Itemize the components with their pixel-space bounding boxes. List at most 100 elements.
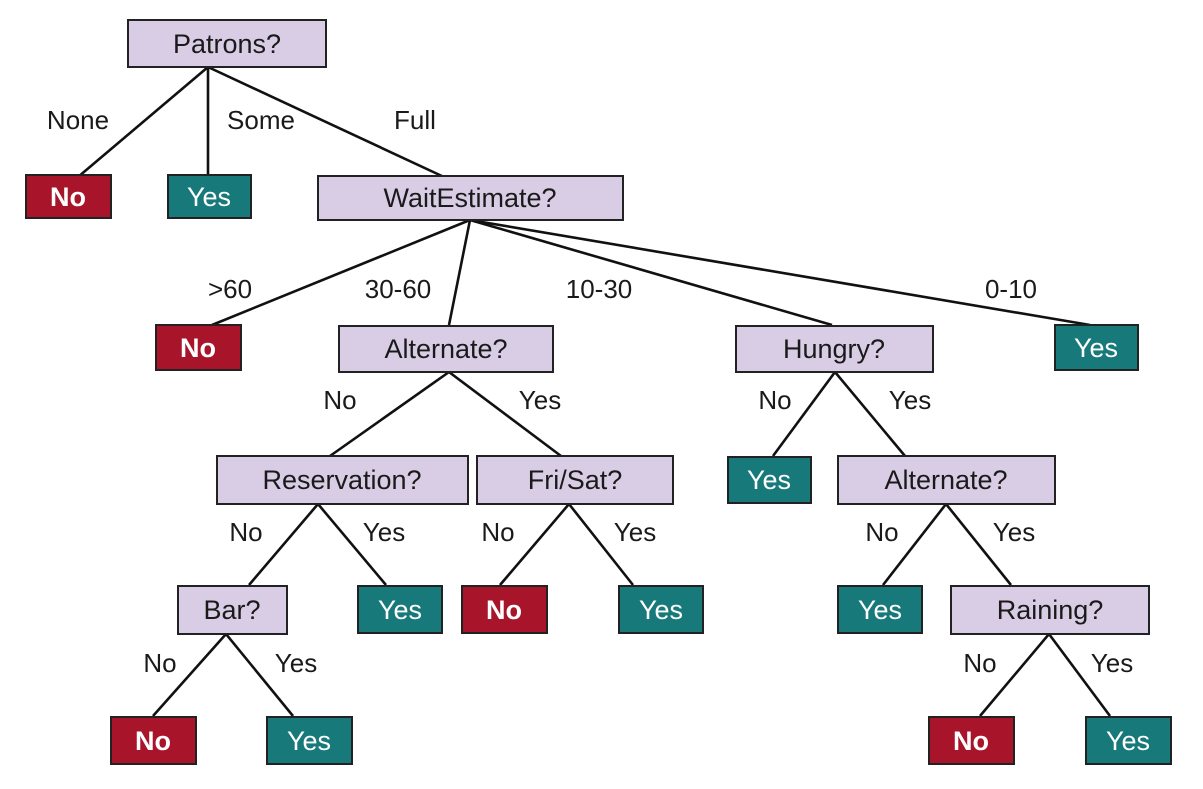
node-hungry-box [735,325,934,373]
edges [77,65,1112,717]
node-reservation: Reservation? [216,455,469,505]
leaf-no-none-label: No [50,182,86,212]
edge-reservation-yes [317,503,387,586]
node-alternate-1-label: Alternate? [384,334,507,364]
edge-label-bar-yes: Yes [275,648,317,678]
node-fri-sat: Fri/Sat? [476,455,674,505]
leaf-nodes: No Yes No Yes Yes Yes No Yes [25,174,1172,765]
leaf-no-bar-box [110,716,197,765]
leaf-yes-hungry-no-box [727,456,812,504]
node-reservation-label: Reservation? [262,465,421,495]
leaf-yes-reservation-label: Yes [378,595,422,625]
leaf-yes-hungry-no: Yes [727,456,812,504]
leaf-yes-0-10-label: Yes [1074,333,1118,363]
leaf-yes-fri-sat-label: Yes [639,595,683,625]
edge-fri-sat-no [499,503,570,586]
edge-label-alternate-1-yes: Yes [519,385,561,415]
leaf-yes-alternate-2-no: Yes [837,585,923,634]
leaf-yes-hungry-no-label: Yes [747,465,791,495]
edge-alternate-1-no [329,370,450,458]
node-fri-sat-box [476,455,674,505]
leaf-no-gt60-label: No [180,333,216,363]
leaf-yes-some-box [167,174,252,219]
edge-label-hungry-yes: Yes [889,385,931,415]
leaf-yes-raining-box [1085,716,1172,765]
edge-wait-30-60 [447,219,472,326]
edge-hungry-yes [834,371,906,457]
edge-hungry-no [771,371,837,457]
node-hungry-label: Hungry? [783,334,885,364]
leaf-yes-fri-sat: Yes [618,585,704,634]
leaf-yes-alternate-2-no-label: Yes [858,595,902,625]
edge-label-wait-0-10: 0-10 [985,274,1037,304]
edge-label-reservation-no: No [229,517,262,547]
node-raining: Raining? [950,585,1150,635]
edge-label-wait-30-60: 30-60 [365,274,432,304]
decision-nodes: Patrons? WaitEstimate? Alternate? Hungry… [127,19,1150,635]
node-wait-estimate: WaitEstimate? [317,175,624,221]
leaf-no-gt60-box [155,324,242,371]
edge-label-alternate-1-no: No [323,385,356,415]
edge-bar-yes [224,633,295,717]
leaf-yes-alternate-2-no-box [837,585,923,634]
edge-label-alternate-2-yes: Yes [993,517,1035,547]
edge-bar-no [152,633,227,717]
edge-patrons-none [77,66,209,178]
node-hungry: Hungry? [735,325,934,373]
leaf-no-raining: No [928,716,1015,765]
leaf-yes-reservation: Yes [357,585,443,634]
edge-label-reservation-yes: Yes [363,517,405,547]
leaf-yes-fri-sat-box [618,585,704,634]
node-raining-label: Raining? [997,595,1104,625]
leaf-no-fri-sat-label: No [486,595,522,625]
edge-alternate-2-yes [944,503,1013,586]
node-patrons-label: Patrons? [173,29,281,59]
edge-raining-no [979,633,1050,717]
leaf-no-fri-sat: No [461,585,548,634]
node-wait-estimate-label: WaitEstimate? [383,183,556,213]
edge-alternate-1-yes [448,370,562,458]
edge-wait-gt60 [211,218,471,327]
edge-label-wait-gt60: >60 [208,274,252,304]
leaf-no-raining-label: No [953,726,989,756]
edge-alternate-2-no [881,503,948,586]
edge-label-bar-no: No [143,648,176,678]
leaf-yes-bar-box [266,716,353,765]
edge-label-patrons-full: Full [394,105,436,135]
node-raining-box [950,585,1150,635]
edge-patrons-full [207,65,445,179]
edge-wait-10-30 [469,218,833,327]
node-bar-label: Bar? [203,595,260,625]
leaf-yes-some: Yes [167,174,252,219]
edge-wait-0-10 [469,218,1091,327]
leaf-yes-0-10: Yes [1054,324,1139,371]
leaf-yes-raining: Yes [1085,716,1172,765]
node-fri-sat-label: Fri/Sat? [528,465,623,495]
edge-label-patrons-none: None [47,105,109,135]
edge-reservation-no [248,503,319,586]
leaf-yes-0-10-box [1054,324,1139,371]
node-alternate-1-box [338,325,554,373]
edge-raining-yes [1047,633,1112,717]
node-alternate-2-label: Alternate? [884,465,1007,495]
edge-label-raining-no: No [963,648,996,678]
node-alternate-1: Alternate? [338,325,554,373]
leaf-yes-bar-label: Yes [287,726,331,756]
node-alternate-2: Alternate? [837,455,1056,505]
leaf-no-raining-box [928,716,1015,765]
edge-label-alternate-2-no: No [865,517,898,547]
node-bar-box [177,585,288,635]
node-patrons-box [127,19,327,68]
leaf-yes-some-label: Yes [187,182,231,212]
leaf-no-bar: No [110,716,197,765]
edge-label-wait-10-30: 10-30 [566,274,633,304]
edge-label-fri-sat-yes: Yes [614,517,656,547]
node-wait-estimate-box [317,175,624,221]
leaf-no-none-box [25,174,112,219]
leaf-no-bar-label: No [135,726,171,756]
node-bar: Bar? [177,585,288,635]
edge-label-fri-sat-no: No [481,517,514,547]
edge-fri-sat-yes [567,503,635,586]
edge-labels: None Some Full >60 30-60 10-30 0-10 No Y… [47,105,1133,678]
